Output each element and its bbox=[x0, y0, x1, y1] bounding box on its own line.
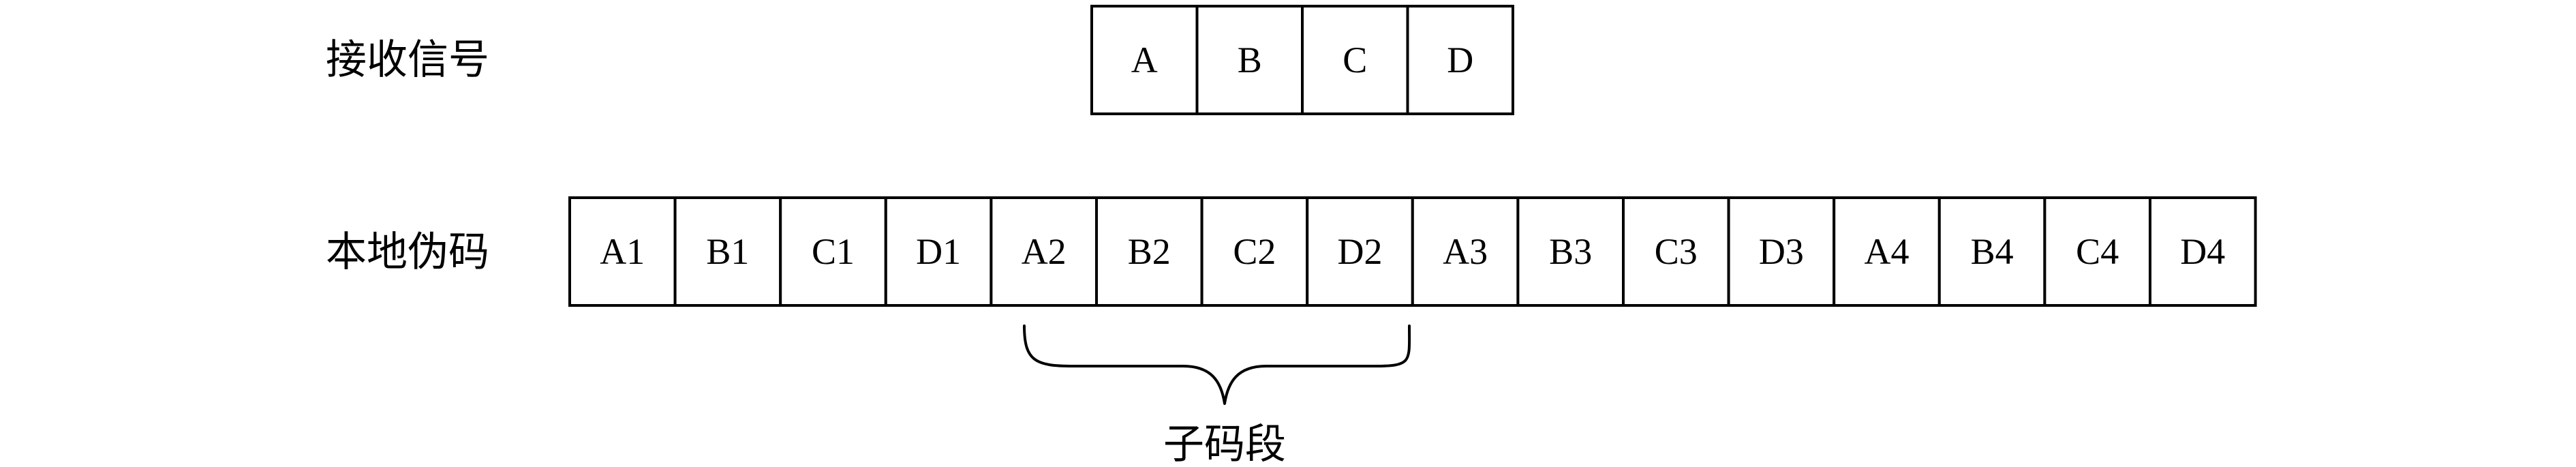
local-code-cell: C2 bbox=[1200, 196, 1309, 307]
received-signal-cell-label: A bbox=[1131, 40, 1158, 80]
local-code-cell-box bbox=[884, 196, 993, 307]
local-code-cell-box bbox=[1833, 196, 1941, 307]
received-signal-cell-label: B bbox=[1238, 40, 1262, 80]
local-code-cell-label: D3 bbox=[1759, 231, 1804, 272]
local-code-cell-box bbox=[568, 196, 677, 307]
local-code-cell-box bbox=[1411, 196, 1520, 307]
local-code-cell-label: D1 bbox=[916, 231, 961, 272]
local-code-cell-label: B3 bbox=[1549, 231, 1592, 272]
local-code-cell-box bbox=[2043, 196, 2151, 307]
local-code-cell-box bbox=[673, 196, 782, 307]
local-code-cell: B1 bbox=[673, 196, 782, 307]
local-code-cell: D4 bbox=[2149, 196, 2257, 307]
local-code-label: 本地伪码 bbox=[326, 228, 489, 276]
local-code-cell-label: A1 bbox=[600, 231, 645, 272]
local-code-cell-label: B1 bbox=[706, 231, 749, 272]
local-code-cell: B2 bbox=[1095, 196, 1203, 307]
local-code-cell-label: B4 bbox=[1971, 231, 2014, 272]
local-code-cell: B4 bbox=[1937, 196, 2046, 307]
local-code-cell-box bbox=[779, 196, 887, 307]
received-signal-cell: D bbox=[1406, 5, 1514, 115]
received-signal-cell-box bbox=[1406, 5, 1514, 115]
local-code-cell-label: B2 bbox=[1128, 231, 1171, 272]
local-code-cell: A2 bbox=[990, 196, 1099, 307]
local-code-cell-box bbox=[1095, 196, 1203, 307]
local-code-cell-label: C4 bbox=[2076, 231, 2119, 272]
local-code-cell: C4 bbox=[2043, 196, 2151, 307]
local-code-cell: D2 bbox=[1306, 196, 1414, 307]
received-signal-cell-label: D bbox=[1447, 40, 1473, 80]
sub-segment-label: 子码段 bbox=[1163, 421, 1286, 467]
received-signal-cell-box bbox=[1301, 5, 1409, 115]
local-code-cell-box bbox=[1727, 196, 1836, 307]
local-code-row: A1 B1 C1 D1 A2 B2 C2 D2 A3 B3 C3 D3 A4 B4 C4 D4 bbox=[568, 196, 2257, 307]
local-code-cell: C1 bbox=[779, 196, 887, 307]
local-code-cell-label: C3 bbox=[1655, 231, 1698, 272]
received-signal-cell-box bbox=[1090, 5, 1199, 115]
local-code-cell-label: D2 bbox=[1338, 231, 1383, 272]
local-code-cell: B3 bbox=[1516, 196, 1625, 307]
local-code-cell: D1 bbox=[884, 196, 993, 307]
received-signal-row: A B C D bbox=[1090, 5, 1514, 115]
local-code-cell: A3 bbox=[1411, 196, 1520, 307]
local-code-cell: A1 bbox=[568, 196, 677, 307]
local-code-cell: D3 bbox=[1727, 196, 1836, 307]
local-code-cell-label: D4 bbox=[2180, 231, 2225, 272]
local-code-cell-box bbox=[1937, 196, 2046, 307]
received-signal-label: 接收信号 bbox=[326, 36, 489, 84]
received-signal-cell: C bbox=[1301, 5, 1409, 115]
local-code-cell-box bbox=[1516, 196, 1625, 307]
local-code-cell: C3 bbox=[1622, 196, 1730, 307]
local-code-cell-box bbox=[1306, 196, 1414, 307]
local-code-cell-box bbox=[990, 196, 1099, 307]
local-code-cell-label: C1 bbox=[812, 231, 855, 272]
local-code-cell-label: C2 bbox=[1233, 231, 1276, 272]
local-code-cell-label: A3 bbox=[1443, 231, 1488, 272]
local-code-cell-label: A4 bbox=[1865, 231, 1910, 272]
local-code-cell-box bbox=[2149, 196, 2257, 307]
received-signal-cell-label: C bbox=[1343, 40, 1367, 80]
received-signal-cell: B bbox=[1195, 5, 1304, 115]
local-code-cell-label: A2 bbox=[1022, 231, 1067, 272]
local-code-cell: A4 bbox=[1833, 196, 1941, 307]
received-signal-cell-box bbox=[1195, 5, 1304, 115]
received-signal-cell: A bbox=[1090, 5, 1199, 115]
sub-segment-brace bbox=[1023, 325, 1411, 405]
